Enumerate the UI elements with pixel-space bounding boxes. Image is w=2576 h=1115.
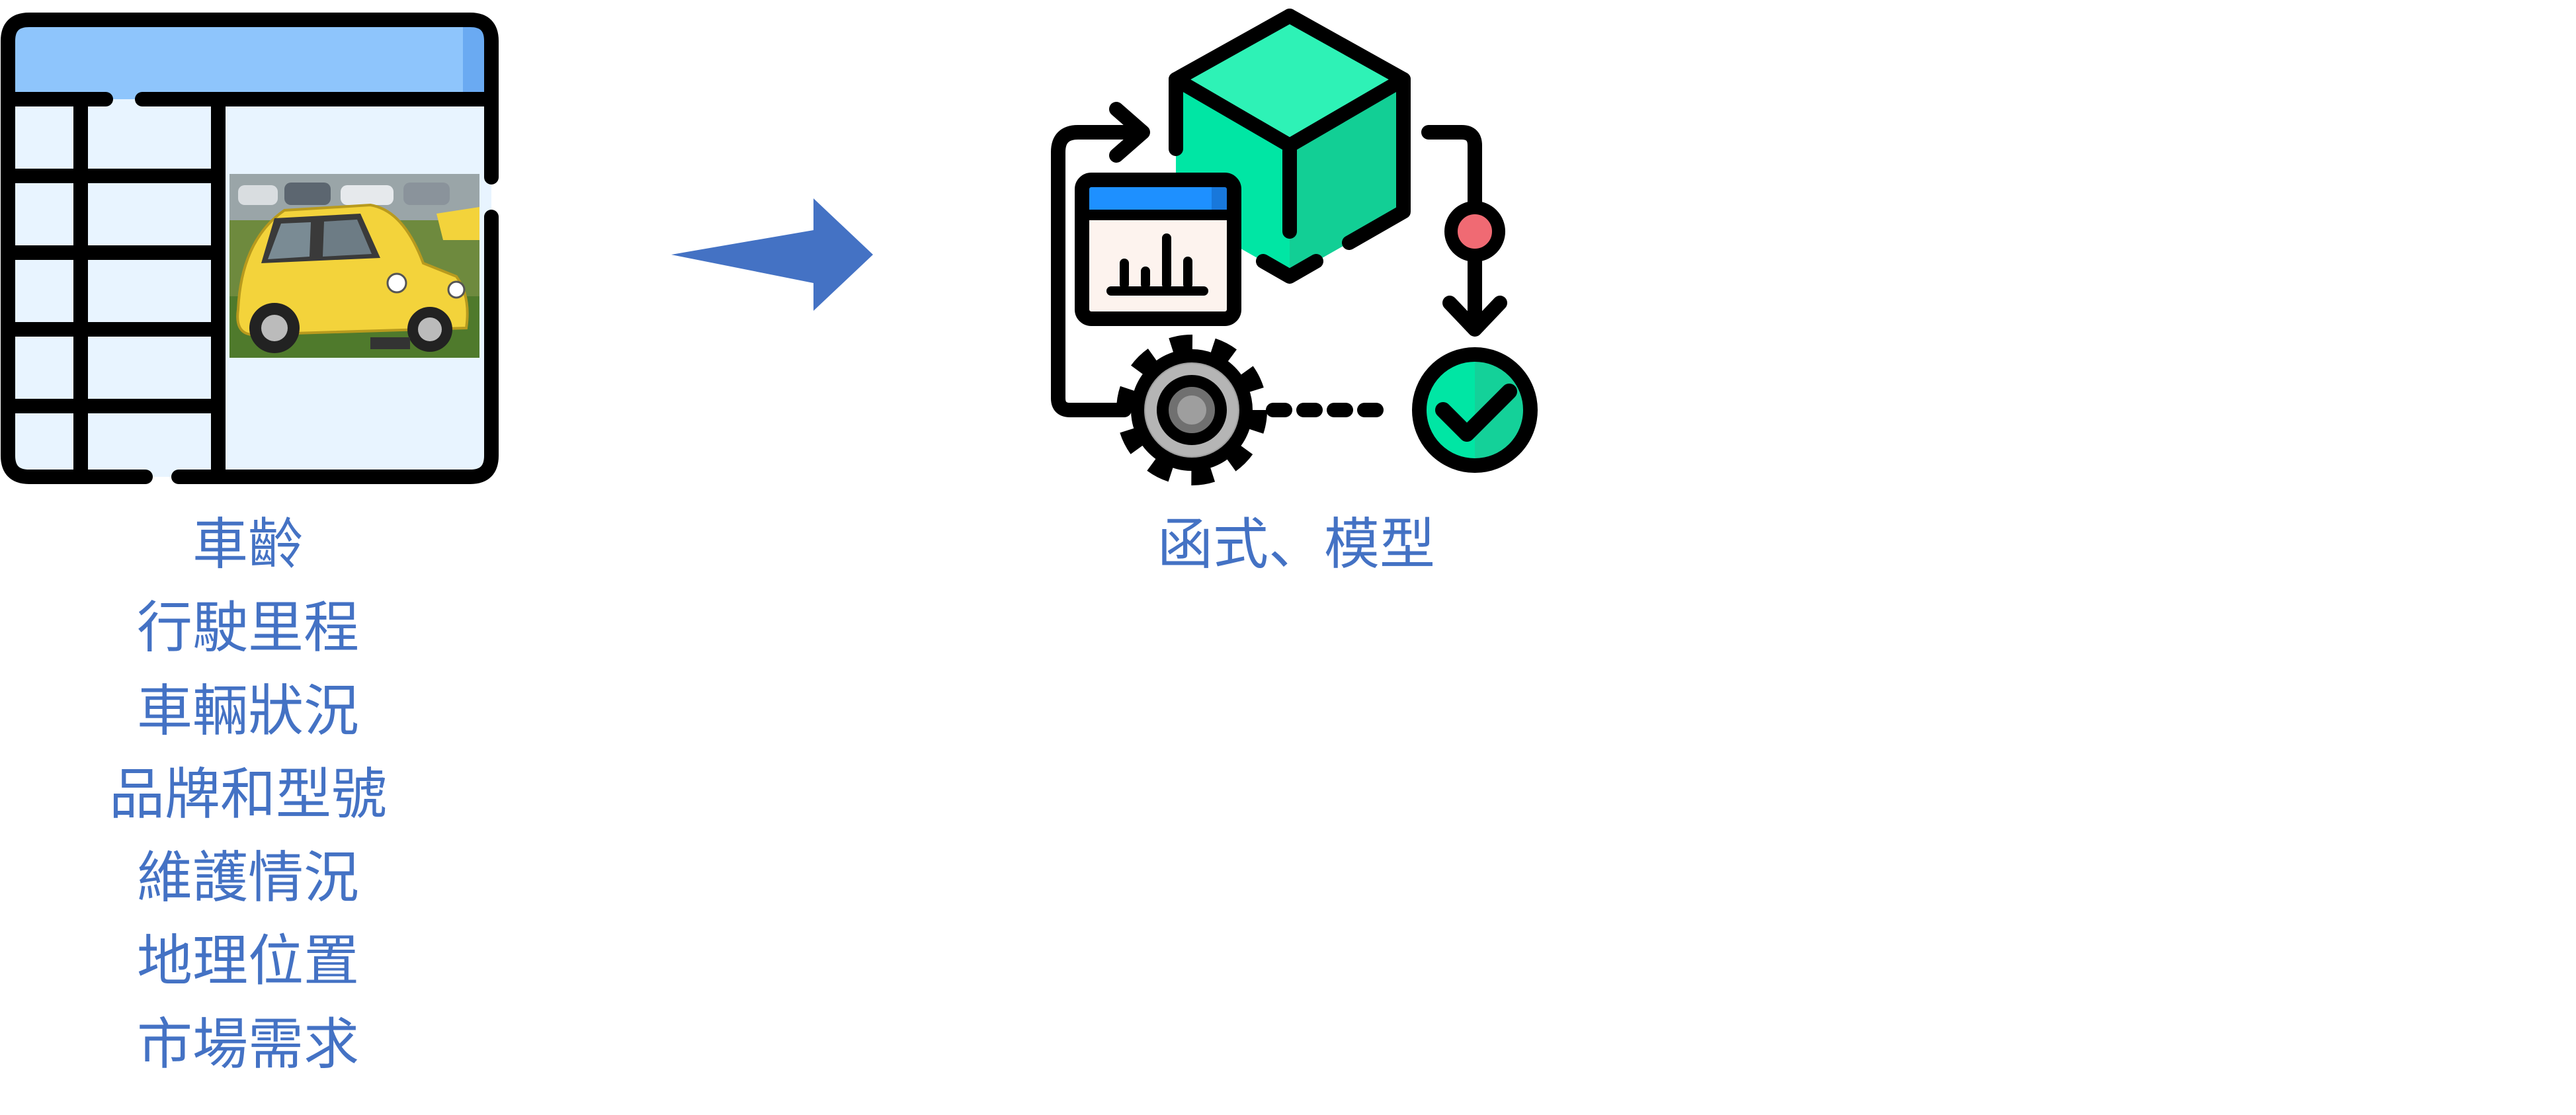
model-label: 函式、模型 (1157, 512, 1435, 577)
feature-item: 行駛里程 (136, 595, 359, 660)
table-header (8, 20, 491, 99)
spreadsheet-with-car-photo-icon (1, 13, 499, 484)
bar-chart-window-icon (1075, 173, 1241, 326)
feature-list: 車齡 行駛里程 車輛狀況 品牌和型號 維護情況 地理位置 市場需求 (40, 503, 456, 1086)
right-arrow-icon (671, 198, 873, 311)
loop-line (1051, 125, 1145, 417)
table-outline-right (171, 210, 499, 484)
node-dot-icon (1444, 201, 1505, 262)
arrow-shape (671, 198, 873, 311)
connector-line (1421, 125, 1482, 226)
down-arrow-head (1442, 296, 1507, 337)
feature-item: 地理位置 (136, 929, 359, 993)
feature-item: 品牌和型號 (108, 762, 387, 827)
cube-gear-chart-checkmark-icon (1051, 9, 1538, 485)
feature-item: 車輛狀況 (136, 679, 359, 743)
table-outline-bottom (1, 434, 153, 484)
loop-arrow-head (1109, 102, 1150, 163)
table-outline-top (1, 13, 499, 449)
gear-icon (1116, 335, 1267, 485)
car-photo (229, 174, 479, 358)
feature-item: 車齡 (192, 512, 304, 577)
checkmark-circle-icon (1412, 347, 1538, 473)
feature-item: 維護情況 (136, 845, 359, 910)
feature-item: 市場需求 (136, 1012, 359, 1077)
